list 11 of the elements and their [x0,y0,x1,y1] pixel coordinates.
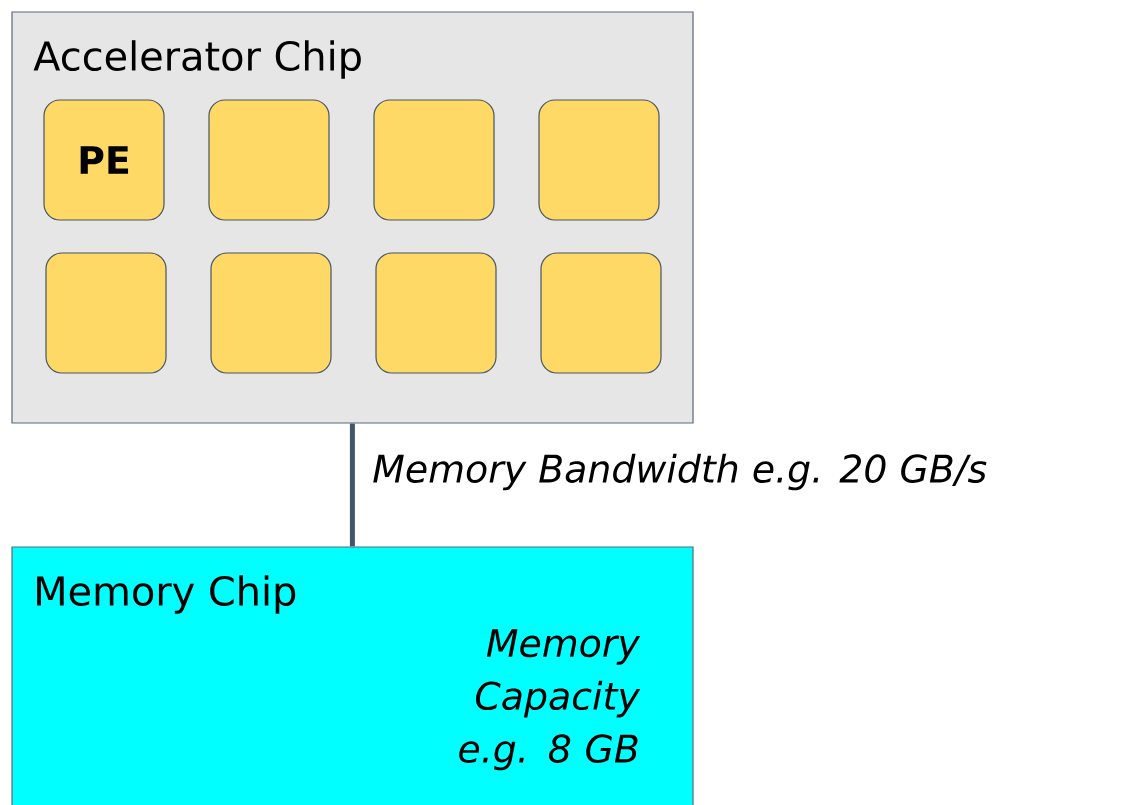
pe-box: PE [43,99,165,221]
pe-box [375,252,497,374]
memory-chip-box: Memory Chip Memory Capacity e.g. 8 GB [11,546,694,805]
pe-box [373,99,495,221]
pe-box [540,252,662,374]
connector-line [349,423,355,547]
pe-box [208,99,330,221]
pe-box [45,252,167,374]
pe-box [210,252,332,374]
pe-box [538,99,660,221]
edge-label: Memory Bandwidth e.g. 20 GB/s [370,451,990,493]
